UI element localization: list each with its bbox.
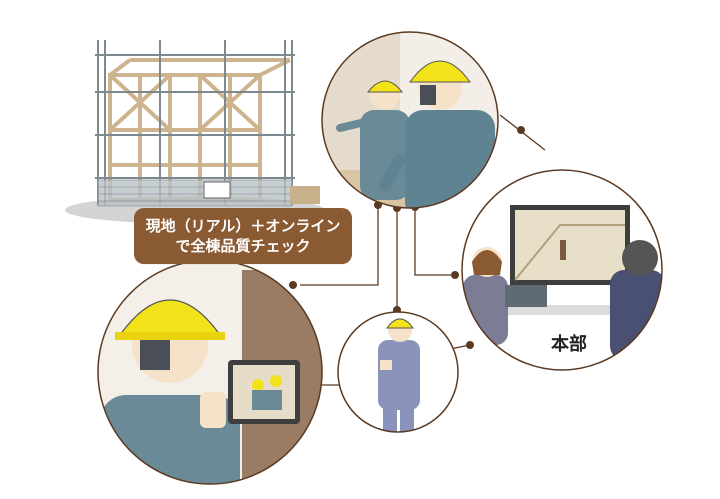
headquarters-label: 本部 — [551, 334, 587, 355]
onsite-online-check-label: 現地（リアル）＋オンライン で全棟品質チェック — [134, 208, 352, 264]
building-under-construction — [65, 40, 325, 224]
circle-worker-foreground — [97, 259, 323, 485]
circle-headquarters — [461, 169, 663, 371]
circle-site-inspectors — [321, 31, 499, 209]
label-line-1: 現地（リアル）＋オンライン — [145, 217, 341, 235]
circle-worker-with-tablet — [337, 311, 459, 433]
connector-lines — [300, 114, 546, 386]
label-line-2: で全棟品質チェック — [175, 237, 311, 255]
